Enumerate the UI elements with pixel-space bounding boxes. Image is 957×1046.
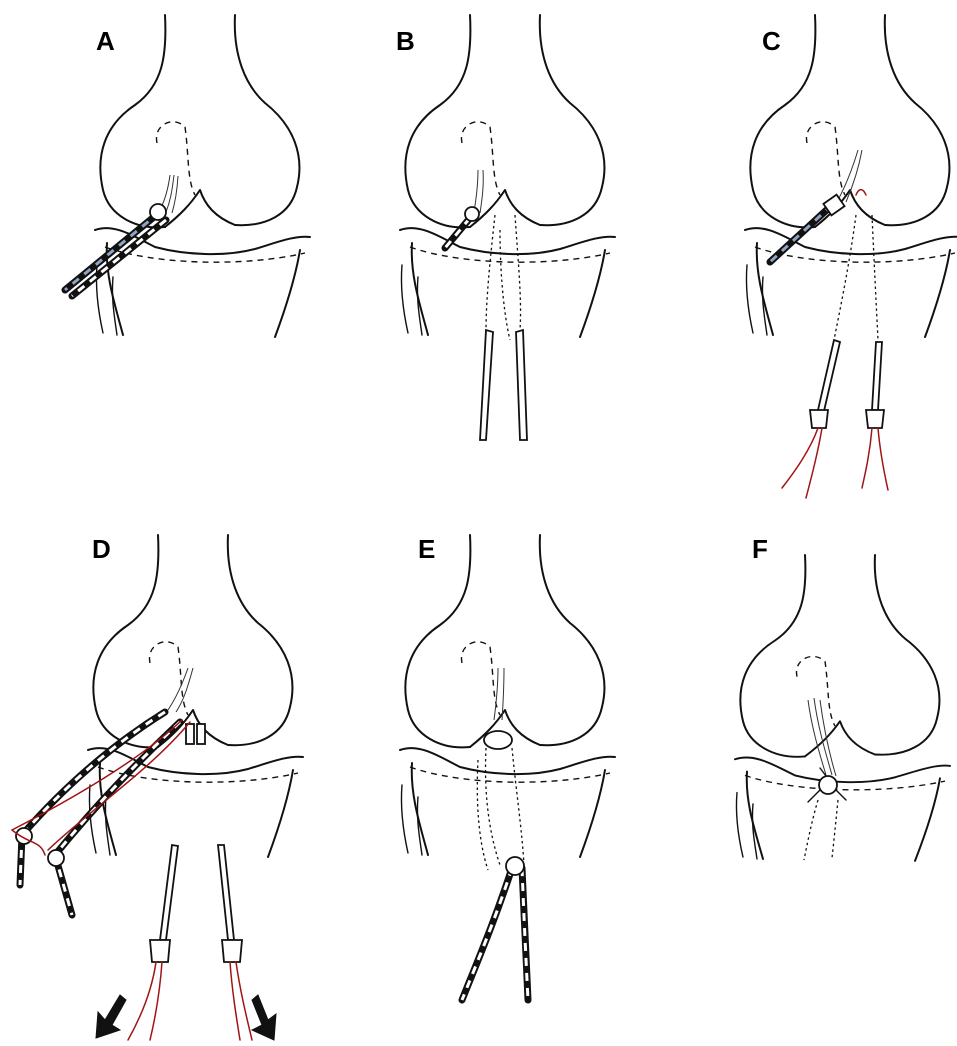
tibial-tunnels-c [834,215,878,340]
pull-arrows-d [96,995,276,1040]
graft-button-e [484,731,512,749]
tibial-tunnels-b [486,215,521,340]
ligament-fibers-c [838,150,862,202]
drill-guides-b [480,330,527,440]
ligament-fibers-f [808,698,836,776]
panel-label-b: B [396,26,415,56]
graft-button-d-1 [186,724,194,744]
panel-e: E [400,534,615,1000]
pull-arrow-right-icon [252,995,276,1040]
guide-handle-c-right [866,410,884,428]
panel-d: D [12,534,303,1040]
graft-a [65,204,166,296]
graft-knot-f [819,776,837,794]
sutures-d-lower [128,962,252,1040]
knee-joint-c [745,15,957,337]
guide-handle-d-left [150,940,170,962]
knee-joint-f [735,555,950,861]
graft-button-d-2 [197,724,205,744]
graft-knot-e [506,857,524,875]
graft-loop-b [465,207,479,221]
panel-c: C [745,15,957,498]
pull-arrow-left-icon [96,995,126,1038]
knee-joint-e [400,535,615,857]
graft-loop-a [150,204,166,220]
panel-b: B [396,15,615,440]
guide-handle-d-right [222,940,242,962]
panel-label-c: C [762,26,781,56]
panel-f: F [735,534,950,861]
graft-e [462,857,528,1000]
drill-guides-d [150,845,242,962]
panel-label-d: D [92,534,111,564]
panel-a: A [65,15,310,337]
drill-guides-c [810,340,884,428]
guide-handle-c-left [810,410,828,428]
panel-label-a: A [96,26,115,56]
tibial-tunnels-f [804,800,838,860]
graft-fixation-f [808,768,846,802]
panel-label-f: F [752,534,768,564]
ligament-fibers-b [474,170,483,213]
graft-b [445,207,479,248]
knee-joint-d [88,535,303,857]
knee-joint-a [95,15,310,337]
tibial-tunnels-e [477,748,524,870]
knee-joint-b [400,15,615,337]
panel-label-e: E [418,534,435,564]
graft-loop-d-right [48,850,64,866]
